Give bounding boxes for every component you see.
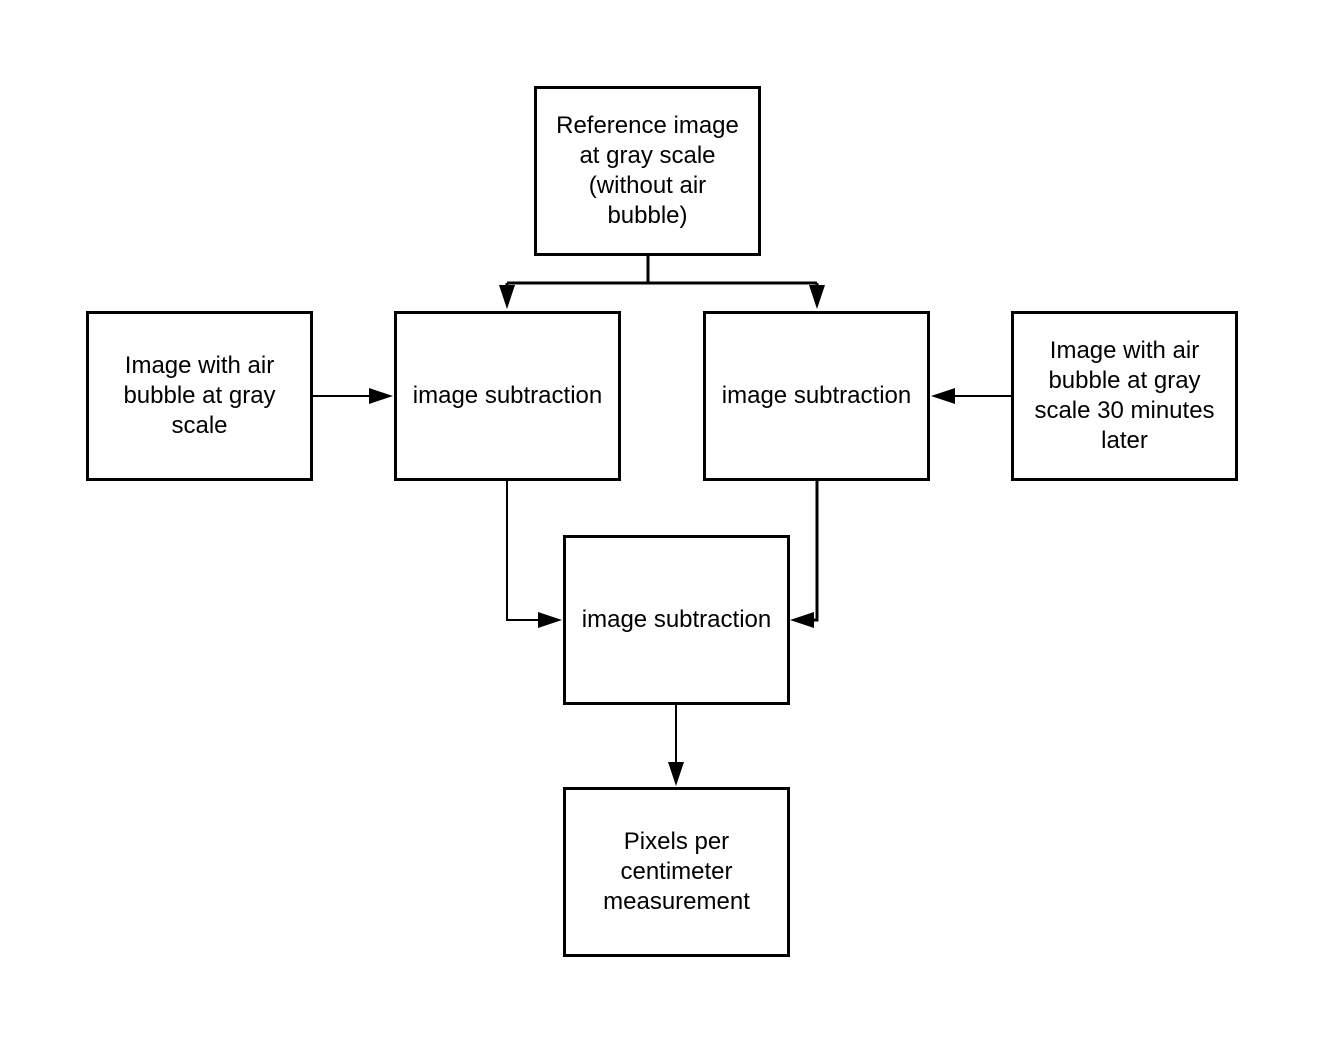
node-image-with-air-bubble: Image with air bubble at gray scale	[86, 311, 313, 481]
arrowhead-air-bubble-later-to-subtraction-right	[931, 388, 955, 404]
node-image-subtraction-right-label: image subtraction	[721, 382, 912, 409]
edge-subtraction-right-to-center	[810, 480, 819, 622]
arrowhead-subtraction-right-to-center	[790, 612, 814, 628]
arrowhead-subtraction-left-to-center	[538, 612, 562, 628]
node-image-with-air-bubble-label: Image with air bubble at gray scale	[123, 352, 276, 439]
arrowhead-reference-to-subtraction-right	[809, 285, 825, 309]
node-image-with-air-bubble-later-label: Image with air bubble at gray scale 30 m…	[1034, 337, 1215, 454]
node-image-subtraction-center: image subtraction	[563, 535, 790, 705]
arrowhead-air-bubble-to-subtraction-left	[369, 388, 393, 404]
node-reference-image: Reference image at gray scale (without a…	[534, 86, 761, 256]
node-image-subtraction-left-label: image subtraction	[412, 382, 603, 409]
node-image-subtraction-right: image subtraction	[703, 311, 930, 481]
arrowhead-subtraction-center-to-measurement	[668, 762, 684, 786]
node-reference-image-label: Reference image at gray scale (without a…	[556, 112, 739, 229]
node-pixels-per-centimeter-label: Pixels per centimeter measurement	[603, 828, 750, 915]
node-image-subtraction-left: image subtraction	[394, 311, 621, 481]
node-image-with-air-bubble-later: Image with air bubble at gray scale 30 m…	[1011, 311, 1238, 481]
node-image-subtraction-center-label: image subtraction	[581, 606, 772, 633]
edge-subtraction-left-to-center	[506, 480, 540, 621]
node-pixels-per-centimeter: Pixels per centimeter measurement	[563, 787, 790, 957]
arrowhead-reference-to-subtraction-left	[499, 285, 515, 309]
